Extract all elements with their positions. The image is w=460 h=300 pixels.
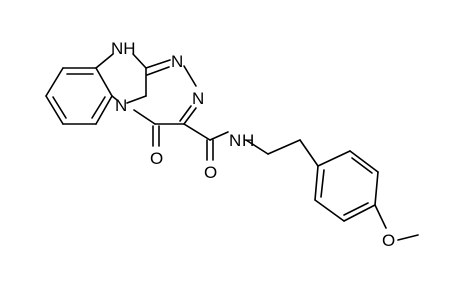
benzo-ring	[45, 67, 113, 125]
methoxy-group	[374, 204, 419, 241]
bond	[245, 139, 269, 155]
atom-label-nh: NH	[111, 39, 136, 58]
double-bond-inner	[52, 96, 67, 119]
bond	[343, 204, 376, 222]
atom-label-n-amide: N	[229, 131, 241, 150]
bond	[132, 53, 147, 69]
double-bond-inner	[351, 157, 373, 174]
bond	[397, 234, 419, 241]
bond	[183, 107, 197, 125]
bond	[314, 199, 345, 222]
atom-label-n-right: N	[192, 89, 204, 108]
double-bond-inner	[179, 105, 192, 122]
bond	[317, 150, 351, 167]
ketone-group	[152, 125, 160, 147]
atom-label-o-ketone: O	[150, 149, 163, 168]
bond	[45, 67, 64, 97]
atom-label-n-ring: N	[115, 96, 127, 115]
bond	[145, 59, 171, 69]
bond	[374, 171, 379, 206]
bond	[267, 139, 301, 155]
imidazole-ring	[95, 53, 147, 104]
bond	[209, 131, 229, 141]
amide-group	[183, 123, 229, 161]
bond	[95, 67, 113, 97]
bond	[314, 165, 319, 201]
bond	[45, 95, 64, 125]
bond	[183, 65, 197, 87]
bond	[299, 139, 319, 167]
atom-label-h-amide: H	[242, 131, 254, 150]
bond	[183, 123, 211, 141]
ethyl-linker	[245, 139, 319, 167]
atom-label-o-methoxy: O	[382, 231, 395, 250]
double-bond-inner	[91, 96, 106, 119]
atom-label-o-amide: O	[204, 163, 217, 182]
triazine-ring	[133, 59, 197, 125]
bond	[374, 204, 387, 229]
atom-label-n-top: N	[171, 52, 183, 71]
bond	[349, 150, 379, 173]
bond	[95, 95, 113, 125]
double-bond-inner	[146, 66, 170, 76]
double-bond-inner	[343, 202, 369, 216]
bond	[95, 53, 114, 69]
bond	[133, 109, 156, 125]
double-bond-inner	[320, 169, 325, 198]
bond	[126, 95, 147, 104]
bond	[111, 95, 118, 101]
methoxyphenyl-ring	[314, 150, 379, 222]
